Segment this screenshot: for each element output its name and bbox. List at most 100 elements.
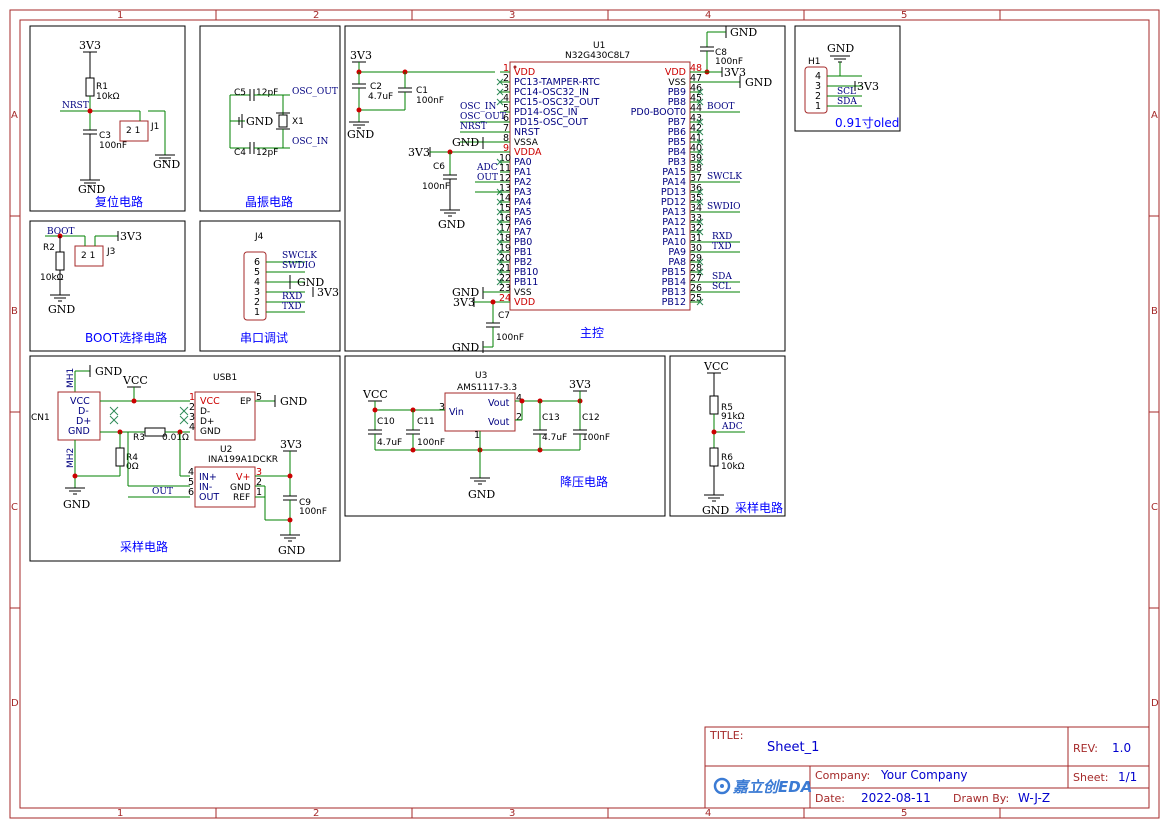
no-connect-mark [696,218,704,226]
u1-pin-number: 38 [690,163,702,174]
uart-block [199,220,341,352]
j1-ref: J1 [150,122,159,132]
gnd-label: GND [745,76,772,89]
u1-pin-name: PD13 [661,187,686,198]
power-vcc-label: VCC [703,360,729,373]
company-value: Your Company [880,768,968,782]
u1-pin-name: PC13-TAMPER-RTC [514,77,600,88]
net-adc: ADC [476,163,498,173]
c13-ref: C13 [542,413,560,423]
gnd-label: GND [153,158,180,171]
u1-pin-name: PB11 [514,277,538,288]
gnd-label: GND [297,276,324,289]
u1-pin-number: 39 [690,153,702,164]
current-sense-u2 [194,466,256,508]
u1-pin-name: PB5 [668,137,686,148]
mcu-u1 [509,61,691,311]
u1-pin-name: PA4 [514,197,532,208]
power-3v3-label: 3V3 [453,296,475,309]
crystal-circuit: C5 12pF OSC_OUT X1 C4 12pF OSC_IN GND [229,87,338,158]
u1-pin-name: VDD [514,297,535,308]
u1-pin-name: PA5 [514,207,532,218]
gnd-label: GND [280,395,307,408]
r4-val: 0Ω [126,462,139,472]
u1-pin-number: 24 [499,293,511,304]
u1-pin-name: PB8 [668,97,686,108]
net-osc-in: OSC_IN [292,137,328,147]
ldo-block [344,355,666,517]
net-scl: SCL [712,282,731,292]
no-connect-mark [696,138,704,146]
c1-ref: C1 [416,86,428,96]
c7-ref: C7 [498,311,510,321]
u1-pin-name: PB2 [514,257,532,268]
usb1-pin-ep: EP [240,397,252,407]
frame-col-label: 4 [705,808,711,819]
u1-pin-number: 28 [690,263,702,274]
ldo-circuit: U3 AMS1117-3.3 Vin Vout Vout 3 4 2 1 VCC… [362,371,610,501]
resistor-r6 [709,447,719,467]
eda-logo-text: 嘉立创EDA [732,778,812,796]
power-vcc-label: VCC [122,374,148,387]
c12-val: 100nF [582,433,610,443]
frame-row-label: B [11,306,18,317]
u1-pin-number: 27 [690,273,702,284]
power-3v3-label: 3V3 [317,286,339,299]
u1-pin-number: 32 [690,223,702,234]
c10-ref: C10 [377,417,395,427]
c4-val: 12pF [256,148,278,158]
crystal-title: 晶振电路 [245,194,293,209]
mh2-ref: MH2 [66,448,76,468]
u2-pin-num: 4 [188,467,194,478]
power-3v3-label: 3V3 [280,438,302,451]
net-boot: BOOT [47,227,75,237]
c5-val: 12pF [256,88,278,98]
u1-pin-name: PA11 [662,227,686,238]
cn1-pin-gnd: GND [68,426,90,437]
frame-row-label: D [11,698,19,709]
u1-pin-number: 17 [499,223,511,234]
gnd-label: GND [48,303,75,316]
frame-row-label: A [1151,110,1158,121]
usb1-pin-vcc: VCC [200,396,220,407]
u1-pin-number: 23 [499,283,511,294]
no-connect-mark [696,158,704,166]
usb-sampling-circuit: MH1 GND CN1 VCC D- D+ GND MH2 GND VCC R3… [31,365,327,557]
u1-pin-name: VSSA [514,138,539,148]
no-connect-mark [696,258,704,266]
no-connect-mark [496,268,504,276]
no-connect-mark [496,158,504,166]
sample1-title: 采样电路 [120,539,168,554]
frame-col-label: 5 [901,10,907,21]
usb1-pin-num: 5 [256,392,262,403]
r3-ref: R3 [133,433,145,443]
frame-col-label: 3 [509,808,515,819]
u1-pin-name: VDDA [514,147,542,158]
j4-pin-number: 1 [254,307,260,318]
frame-col-label: 2 [313,808,319,819]
usb1-pin-num: 1 [189,392,195,403]
no-connect-mark [696,88,704,96]
h1-pin-number: 3 [815,81,821,92]
u1-pin-name: PB0 [514,237,532,248]
c6-val: 100nF [422,182,450,192]
u1-pin-number: 5 [503,103,509,114]
net-swdio: SWDIO [707,202,741,212]
u2-val: INA199A1DCKR [208,455,278,465]
net-osc-out: OSC_OUT [460,112,506,122]
sheet-title: Sheet_1 [767,740,819,755]
u2-pin-ref: REF [233,493,250,503]
c7-val: 100nF [496,333,524,343]
net-swdio: SWDIO [282,261,316,271]
c11-val: 100nF [417,438,445,448]
frame-row-label: C [11,502,18,513]
c4-ref: C4 [234,148,246,158]
u1-pin-name: PD0-BOOT0 [631,107,686,118]
c11-ref: C11 [417,417,435,427]
j3-pin-label: 2 1 [81,251,95,261]
no-connect-mark [496,208,504,216]
ldo-title: 降压电路 [560,474,608,489]
h1-ref: H1 [808,57,821,67]
gnd-label: GND [278,544,305,557]
u1-pin-number: 18 [499,233,511,244]
